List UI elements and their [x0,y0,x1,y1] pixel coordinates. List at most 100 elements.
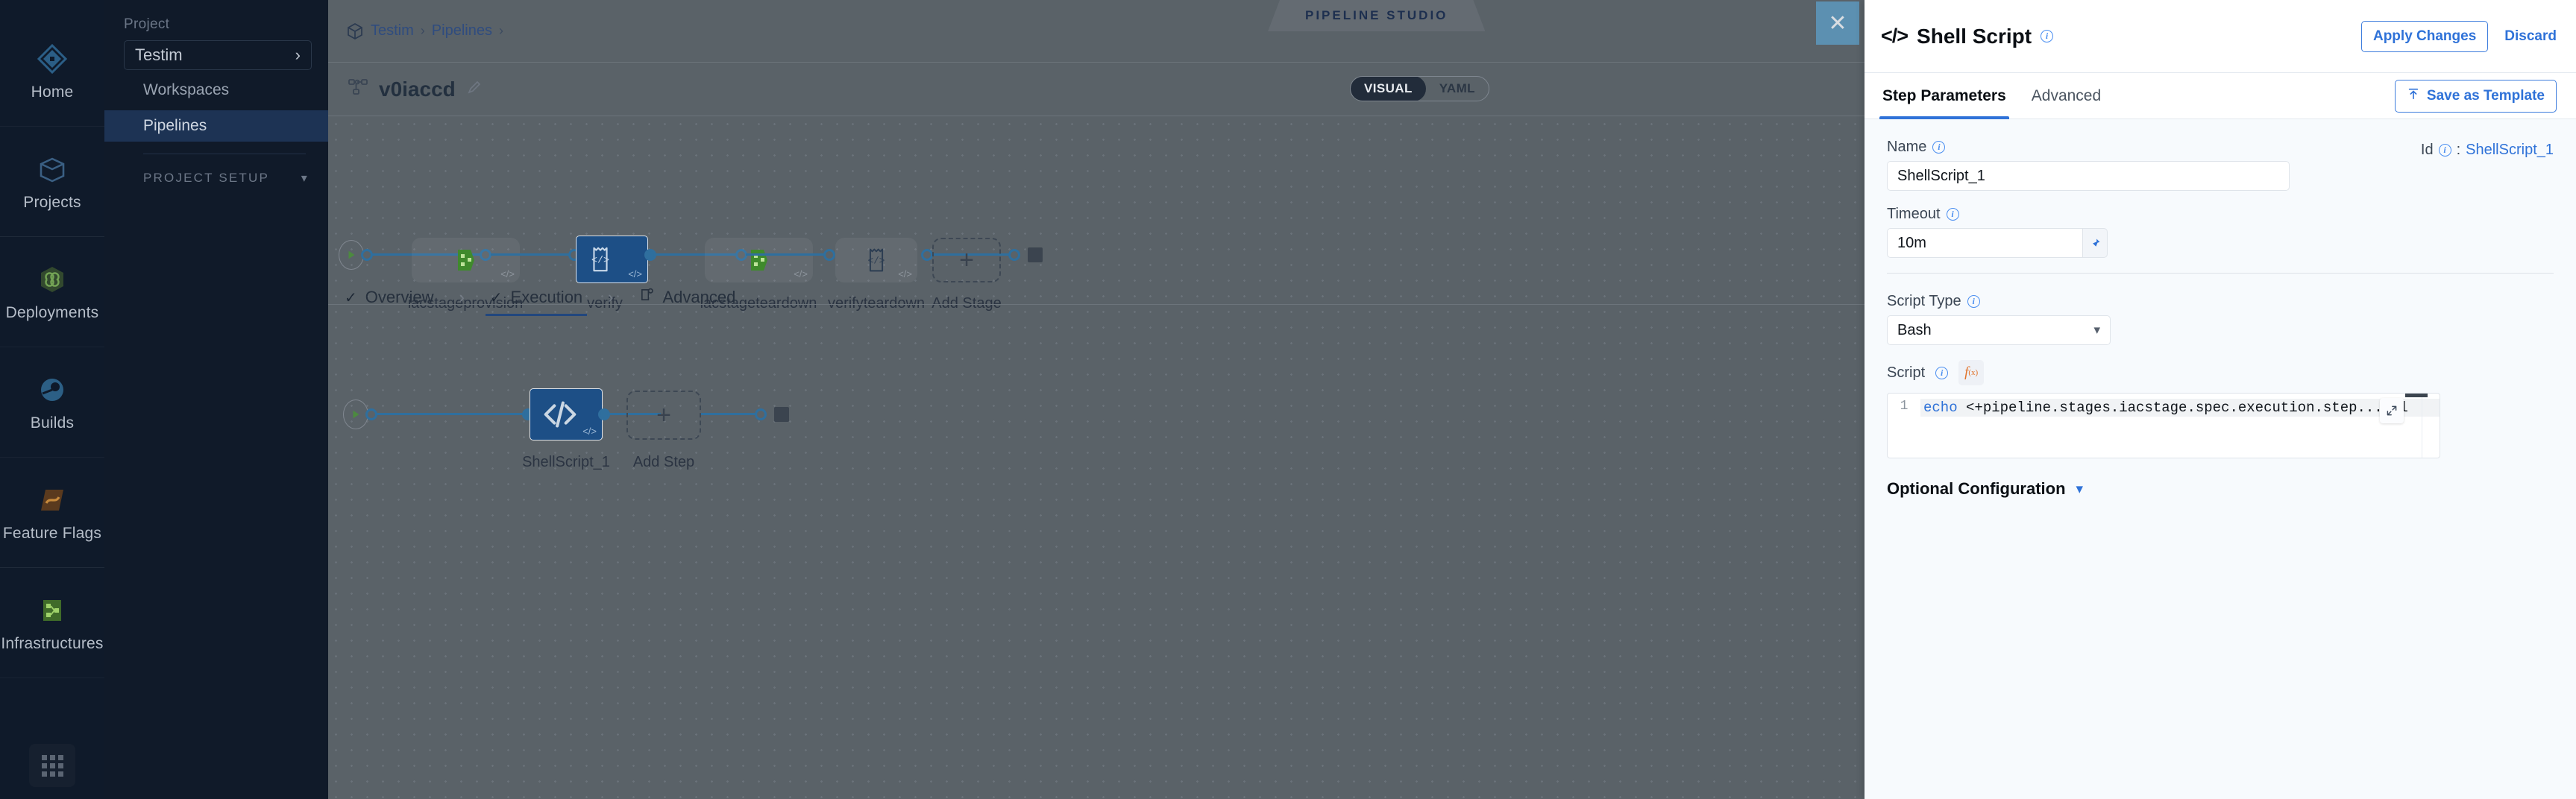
timeout-input[interactable]: 10m [1887,228,2082,258]
name-input[interactable]: ShellScript_1 [1887,161,2290,191]
step-port [755,408,767,420]
pipeline-nodes-icon [348,77,368,101]
rail-item-home[interactable]: Home [0,16,104,127]
stage-node-verifyteardown[interactable]: </> </> [835,238,917,282]
view-mode-toggle[interactable]: VISUAL YAML [1350,76,1489,101]
save-as-template-label: Save as Template [2426,87,2545,104]
editor-gutter: 1 [1900,399,1909,414]
canvas-divider [328,304,1865,305]
stage-node-label: verifyteardown [827,295,926,312]
stage-node-corner: </> [898,268,912,280]
info-icon[interactable]: i [1932,141,1946,154]
pin-icon[interactable] [2082,228,2108,258]
box-icon [35,152,69,186]
rail-label: Infrastructures [1,634,104,652]
stage-edge [655,253,738,256]
primary-nav-rail: Home Projects Deployments [0,0,104,799]
field-label: Script [1887,364,1926,381]
rail-item-projects[interactable]: Projects [0,127,104,237]
step-edge [376,413,530,415]
add-stage-label: Add Stage [932,295,1002,312]
project-nav: Project Testim › Workspaces Pipelines PR… [104,0,328,799]
pipeline-canvas[interactable]: </> iacstageprovision </> </> verify [328,116,1865,799]
project-setup-section[interactable]: PROJECT SETUP ▾ [104,165,328,192]
info-icon[interactable]: i [1935,366,1949,379]
breadcrumb-item-project[interactable]: Testim [371,22,414,39]
rail-item-feature-flags[interactable]: Feature Flags [0,458,104,568]
stage-edge [371,253,483,256]
info-icon[interactable]: i [2041,30,2054,42]
svg-text:</>: </> [868,256,885,267]
rail-item-deployments[interactable]: Deployments [0,237,104,347]
info-icon[interactable]: i [1967,295,1980,308]
stage-end-node[interactable] [1028,247,1043,262]
project-selector[interactable]: Testim › [124,40,312,70]
rail-item-builds[interactable]: Builds [0,347,104,458]
field-timeout: Timeout i 10m [1887,206,2554,258]
step-edge [701,413,759,415]
step-node-shellscript-1[interactable]: </> [530,388,603,440]
code-icon [544,401,577,428]
stage-node-verify[interactable]: </> </> [576,236,648,283]
step-end-node[interactable] [774,407,789,422]
add-stage-button[interactable]: + [932,238,1001,282]
add-step-button[interactable]: + [626,391,701,440]
upload-template-icon [2407,87,2420,105]
name-label-group: Name i [1887,139,1946,156]
apply-changes-button[interactable]: Apply Changes [2360,20,2489,52]
field-label: Name [1887,139,1927,155]
optional-configuration-label: Optional Configuration [1887,479,2066,498]
stage-port [1008,249,1020,261]
discard-button[interactable]: Discard [2504,28,2557,44]
script-editor[interactable]: 1 echo <+pipeline.stages.iacstage.spec.e… [1887,393,2440,458]
save-as-template-button[interactable]: Save as Template [2394,79,2557,113]
rail-label: Feature Flags [2,524,102,542]
close-icon[interactable]: ✕ [1816,1,1859,45]
info-icon[interactable]: i [2438,143,2451,157]
optional-configuration-toggle[interactable]: Optional Configuration ▾ [1887,479,2554,499]
stage-node-corner: </> [628,268,642,280]
editor-line-1[interactable]: echo <+pipeline.stages.iacstage.spec.exe… [1920,399,2440,417]
code-rest: <+pipeline.stages.iacstage.spec.executio… [1957,400,2408,416]
script-type-select[interactable]: Bash ▾ [1887,315,2111,345]
tab-overview[interactable]: ✓ Overview [340,288,438,316]
timeout-input-group: 10m [1887,228,2554,258]
app-grid-icon[interactable] [29,744,75,787]
tab-panel-advanced[interactable]: Advanced [2030,73,2102,119]
expand-icon[interactable] [2380,398,2404,423]
shellscript-icon: </> [868,248,885,272]
panel-divider [1887,273,2554,274]
tab-step-parameters[interactable]: Step Parameters [1879,73,2009,119]
id-label: Id [2420,141,2434,158]
stage-start-node[interactable] [339,240,364,270]
breadcrumb-item-pipelines[interactable]: Pipelines [431,22,492,39]
sidebar-item-pipelines[interactable]: Pipelines [104,110,328,142]
editor-scrollbar[interactable] [2422,394,2428,458]
check-icon: ✓ [345,289,357,306]
tab-advanced[interactable]: Advanced [635,287,741,316]
rail-item-infrastructures[interactable]: Infrastructures [0,568,104,678]
panel-tabs: Step Parameters Advanced [1879,73,2102,119]
expression-fx-button[interactable]: f(x) [1958,360,1985,385]
tab-label: Overview [365,288,434,306]
tab-label: Step Parameters [1882,86,2006,104]
info-icon[interactable]: i [1946,208,1959,221]
sidebar-item-label: Pipelines [143,117,207,134]
pencil-icon[interactable] [466,79,483,99]
stage-node-iacstageprovision[interactable]: </> [412,238,520,282]
tab-execution[interactable]: ✓ Execution [485,288,588,316]
breadcrumb-separator: › [498,23,503,38]
toggle-visual[interactable]: VISUAL [1351,77,1426,101]
add-step-label: Add Step [632,454,695,470]
stage-node-label: iacstageteardown [700,295,817,312]
cube-icon [346,22,364,40]
step-start-node[interactable] [343,400,368,429]
sidebar-item-workspaces[interactable]: Workspaces [104,75,328,106]
chevron-down-icon: ▾ [2093,323,2100,337]
editor-scrollbar-thumb[interactable] [2405,394,2428,397]
pipeline-studio-badge: PIPELINE STUDIO [1268,0,1485,31]
stage-node-iacstageteardown[interactable]: </> [705,238,813,282]
toggle-yaml[interactable]: YAML [1439,81,1475,95]
tab-separator: › [459,288,465,306]
script-type-value: Bash [1897,321,1932,338]
